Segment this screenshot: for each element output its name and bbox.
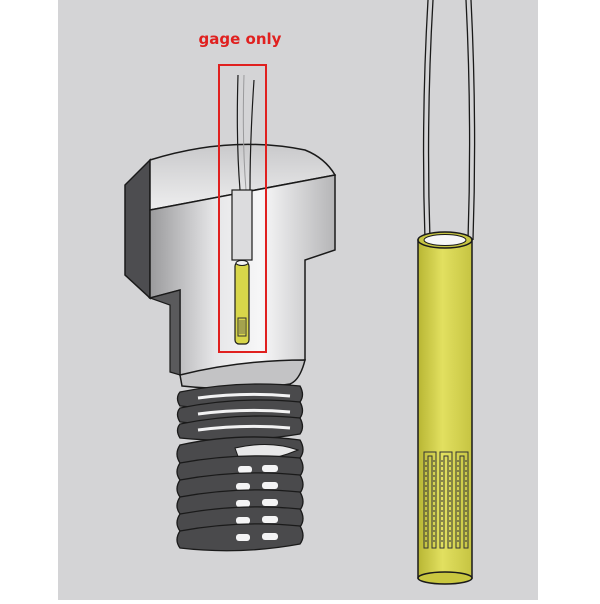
embedded-gage: [231, 74, 255, 345]
strain-gage-rod: [417, 0, 476, 585]
thread-upper: [176, 383, 304, 441]
thread-lower: [176, 436, 304, 552]
bolt-cross-section: [124, 64, 337, 552]
lead-wires: [422, 0, 476, 241]
gage-only-label: gage only: [198, 30, 282, 48]
gage-grid-pattern: [423, 451, 469, 549]
gage-only-box: [218, 64, 267, 353]
